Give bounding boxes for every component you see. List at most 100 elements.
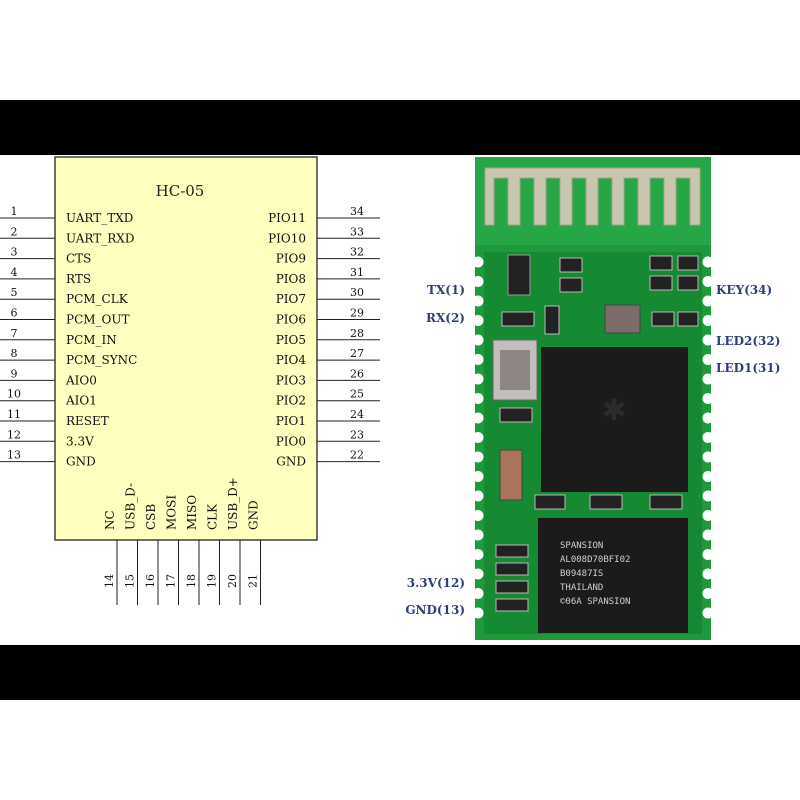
castellated-pad: [702, 607, 714, 619]
pin-label: RESET: [66, 414, 109, 428]
pin-number: 22: [350, 449, 364, 462]
castellated-pad: [702, 490, 714, 502]
castellated-pad: [472, 432, 484, 443]
flash-chip-line: B09487IS: [560, 569, 603, 579]
smd-resistor: [649, 494, 683, 510]
castellated-pad: [702, 334, 714, 346]
castellated-pad: [702, 588, 714, 599]
castellated-pad: [702, 393, 714, 404]
pin-number: 32: [350, 246, 364, 259]
smd-resistor: [495, 562, 529, 576]
pin-number: 14: [103, 574, 116, 588]
pin-label: CTS: [66, 252, 91, 266]
flash-chip-line: THAILAND: [560, 583, 603, 593]
pin-number: 30: [350, 286, 364, 299]
castellated-pads: [472, 256, 714, 619]
pin-number: 15: [124, 574, 137, 588]
pin-number: 6: [11, 307, 18, 320]
smd-resistor: [589, 494, 623, 510]
castellated-pad: [702, 295, 714, 307]
castellated-pad: [702, 549, 714, 560]
pin-number: 11: [7, 408, 21, 421]
pcb-board: ✱ SPANSIONAL008D70BFI02B09487ISTHAILAND©…: [472, 157, 714, 640]
castellated-pad: [472, 471, 484, 482]
pin-number: 19: [206, 574, 219, 588]
castellated-pad: [702, 529, 714, 541]
castellated-pad: [472, 588, 484, 599]
pin-label: GND: [247, 500, 261, 530]
top-black-band: [0, 100, 800, 155]
smd-component: [507, 254, 531, 296]
castellated-pad: [702, 256, 714, 268]
castellated-pad: [472, 334, 484, 346]
pin-label: MOSI: [165, 495, 179, 530]
chip-logo: ✱: [601, 393, 626, 428]
pin-number: 1: [11, 205, 18, 218]
castellated-pad: [702, 471, 714, 482]
smd-resistor: [677, 275, 699, 291]
pin-label: PCM_IN: [66, 333, 117, 347]
pin-number: 25: [350, 388, 364, 401]
pin-label: UART_RXD: [66, 231, 134, 245]
pin-number: 7: [11, 327, 18, 340]
pin-number: 9: [11, 367, 18, 380]
pin-number: 33: [350, 225, 364, 238]
pin-label: RTS: [66, 272, 91, 286]
flash-chip-line: AL008D70BFI02: [560, 555, 630, 565]
pin-number: 8: [11, 347, 18, 360]
callout-tx: TX(1): [427, 283, 465, 297]
pin-number: 24: [350, 408, 364, 421]
right-pin-group: 34PIO1133PIO1032PIO931PIO830PIO729PIO628…: [268, 205, 380, 469]
pin-label: NC: [103, 510, 117, 530]
pin-label: PIO4: [276, 353, 307, 367]
module-body: [54, 156, 318, 541]
pin-number: 13: [7, 449, 21, 462]
crystal-top: [500, 350, 530, 390]
castellated-pad: [702, 276, 714, 287]
castellated-pad: [472, 354, 484, 365]
pin-number: 21: [247, 574, 260, 588]
pin-number: 31: [350, 266, 364, 279]
pin-number: 3: [11, 246, 18, 259]
flash-chip-marking: SPANSIONAL008D70BFI02B09487ISTHAILAND©06…: [560, 541, 630, 607]
pin-label: CLK: [206, 503, 220, 530]
pcb-callouts: TX(1) RX(2) 3.3V(12) GND(13) KEY(34) LED…: [405, 283, 780, 617]
castellated-pad: [472, 510, 484, 521]
castellated-pad: [472, 490, 484, 502]
pin-number: 2: [11, 225, 18, 238]
callout-led1: LED1(31): [716, 361, 780, 375]
castellated-pad: [472, 315, 484, 326]
pin-label: PIO10: [268, 231, 306, 245]
pin-label: PIO2: [276, 394, 306, 408]
callout-rx: RX(2): [426, 311, 465, 325]
castellated-pad: [472, 412, 484, 424]
pin-label: PCM_CLK: [66, 292, 129, 306]
smd-resistor: [501, 311, 535, 327]
castellated-pad: [702, 354, 714, 365]
castellated-pad: [702, 451, 714, 463]
pin-number: 18: [185, 574, 198, 588]
castellated-pad: [702, 568, 714, 580]
pin-label: USB_D-: [124, 483, 138, 530]
pin-number: 5: [11, 286, 18, 299]
castellated-pad: [702, 432, 714, 443]
pin-label: CSB: [144, 504, 158, 530]
transistor: [604, 304, 641, 334]
tantalum-capacitor: [499, 449, 523, 501]
callout-3v3: 3.3V(12): [407, 576, 465, 590]
castellated-pad: [472, 373, 484, 385]
bottom-black-band: [0, 645, 800, 700]
pin-label: AIO1: [65, 394, 97, 408]
bottom-pin-group: NC14USB_D-15CSB16MOSI17MISO18CLK19USB_D+…: [103, 477, 261, 605]
pin-number: 17: [165, 574, 178, 588]
smd-resistor: [677, 255, 699, 271]
pin-label: PIO6: [276, 313, 306, 327]
callout-key: KEY(34): [716, 283, 772, 297]
smd-resistor: [649, 275, 673, 291]
smd-resistor: [651, 311, 675, 327]
pin-number: 12: [7, 428, 21, 441]
pin-label: USB_D+: [226, 477, 240, 530]
pin-label: PIO5: [276, 333, 306, 347]
callout-led2: LED2(32): [716, 334, 780, 348]
